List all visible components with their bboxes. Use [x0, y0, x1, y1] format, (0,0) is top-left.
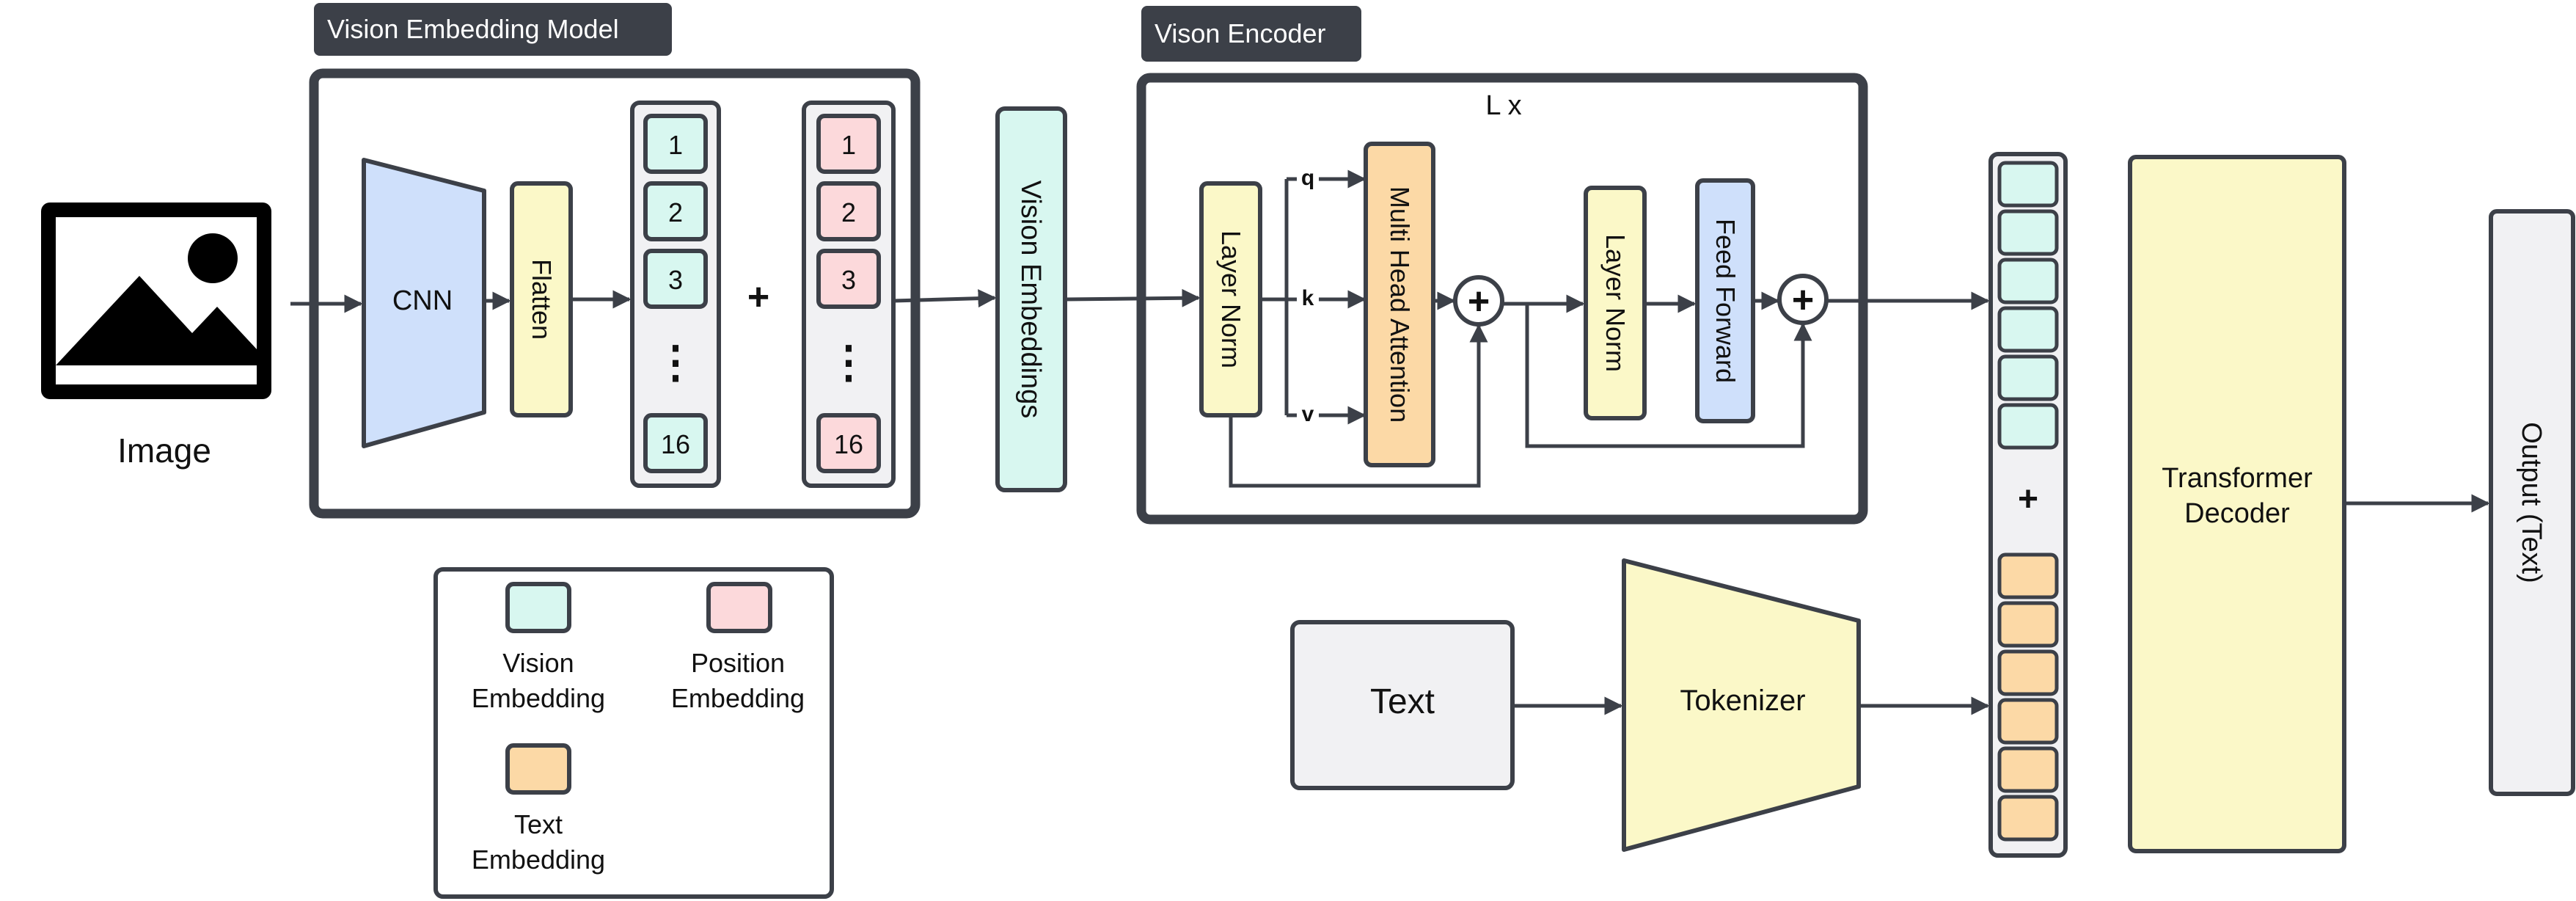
svg-text:+: +: [1792, 279, 1814, 321]
svg-text:Tokenizer: Tokenizer: [1680, 685, 1805, 717]
svg-text:1: 1: [668, 130, 683, 160]
svg-text:Vision: Vision: [502, 648, 574, 678]
vision-token-column: 1 2 3 ⋮ 16: [630, 101, 721, 488]
layer-norm-2: Layer Norm: [1584, 186, 1647, 420]
svg-text:2: 2: [841, 197, 856, 227]
svg-text:Output (Text): Output (Text): [2516, 422, 2547, 583]
vision-token: [643, 413, 708, 473]
vision-embedding-model-tag: Vision Embedding Model: [314, 3, 672, 56]
svg-text:3: 3: [841, 265, 856, 295]
legend-vision-swatch: [505, 582, 571, 633]
vision-token: [1997, 209, 2059, 256]
position-token: [816, 114, 881, 174]
embedding-plus: +: [747, 276, 769, 318]
tokenizer-block: Tokenizer: [1622, 558, 1861, 852]
svg-text:Text: Text: [514, 809, 563, 839]
svg-text:Feed Forward: Feed Forward: [1710, 219, 1741, 383]
svg-text:q: q: [1301, 166, 1314, 190]
text-input-block: Text: [1290, 620, 1515, 790]
legend-position-swatch: [706, 582, 772, 633]
image-label: Image: [117, 431, 211, 470]
svg-text:Decoder: Decoder: [2184, 498, 2290, 529]
vision-token: [1997, 306, 2059, 353]
svg-text:+: +: [1468, 280, 1490, 323]
transformer-decoder: Transformer Decoder: [2128, 155, 2346, 853]
position-token: [816, 413, 881, 473]
text-token: [1997, 698, 2059, 745]
svg-text:1: 1: [841, 130, 856, 160]
svg-text:Embedding: Embedding: [472, 845, 605, 875]
residual-1: [1229, 324, 1488, 488]
output-block: Output (Text): [2489, 209, 2575, 796]
position-token: [816, 181, 881, 241]
vision-token-ellipsis: ⋮: [654, 338, 698, 387]
vision-token: [1997, 161, 2059, 208]
vision-encoder-tag: Vison Encoder: [1141, 6, 1361, 62]
vision-token: [643, 249, 708, 309]
vision-token: [1997, 403, 2059, 450]
text-token: [1997, 601, 2059, 648]
svg-text:Vision Embeddings: Vision Embeddings: [1015, 180, 1046, 419]
svg-text:Transformer: Transformer: [2162, 463, 2313, 494]
svg-text:3: 3: [668, 265, 683, 295]
qkv-labels: q k v: [1297, 163, 1319, 428]
text-token: [1997, 795, 2059, 842]
svg-text:2: 2: [668, 197, 683, 227]
vision-token: [1997, 258, 2059, 304]
svg-text:k: k: [1302, 286, 1314, 310]
text-token: [1997, 552, 2059, 599]
legend: Vision Embedding Position Embedding Text…: [433, 567, 834, 899]
svg-text:Flatten: Flatten: [527, 259, 557, 340]
add-node-1: +: [1453, 275, 1504, 327]
svg-text:Position: Position: [691, 648, 785, 678]
image-icon: [41, 203, 271, 399]
position-token: [816, 249, 881, 309]
concat-plus: +: [2018, 480, 2038, 519]
layer-norm-1: Layer Norm: [1199, 181, 1262, 417]
add-node-2: +: [1777, 274, 1829, 325]
qkv-branch-lines: [1260, 179, 1289, 415]
svg-text:CNN: CNN: [392, 285, 453, 316]
svg-text:Multi Head Attention: Multi Head Attention: [1385, 186, 1415, 423]
svg-text:16: 16: [661, 429, 690, 459]
svg-text:Layer Norm: Layer Norm: [1600, 234, 1631, 372]
multi-head-attention: Multi Head Attention: [1364, 142, 1435, 467]
svg-text:16: 16: [834, 429, 863, 459]
svg-text:Vision Embedding Model: Vision Embedding Model: [327, 14, 619, 44]
connectors: [290, 288, 2490, 715]
repeat-label: L x: [1485, 90, 1521, 121]
svg-text:Vison Encoder: Vison Encoder: [1155, 18, 1326, 48]
position-token-column: 1 2 3 ⋮ 16: [802, 101, 896, 488]
vision-token: [1997, 354, 2059, 401]
vision-embeddings-block: Vision Embeddings: [995, 106, 1067, 492]
flatten-block: Flatten: [510, 181, 573, 417]
concatenated-tokens: +: [1988, 152, 2068, 858]
feed-forward: Feed Forward: [1695, 178, 1755, 423]
legend-text-swatch: [505, 743, 571, 795]
residual-2: [1525, 304, 1812, 448]
position-token-ellipsis: ⋮: [827, 338, 871, 387]
vision-token: [643, 181, 708, 241]
svg-text:Embedding: Embedding: [671, 683, 805, 713]
text-token: [1997, 746, 2059, 793]
svg-text:Layer Norm: Layer Norm: [1216, 230, 1246, 368]
vision-token: [643, 114, 708, 174]
svg-text:Text: Text: [1370, 682, 1435, 721]
text-token: [1997, 649, 2059, 696]
cnn-block: CNN: [362, 158, 486, 448]
svg-text:v: v: [1302, 402, 1314, 426]
svg-text:Embedding: Embedding: [472, 683, 605, 713]
